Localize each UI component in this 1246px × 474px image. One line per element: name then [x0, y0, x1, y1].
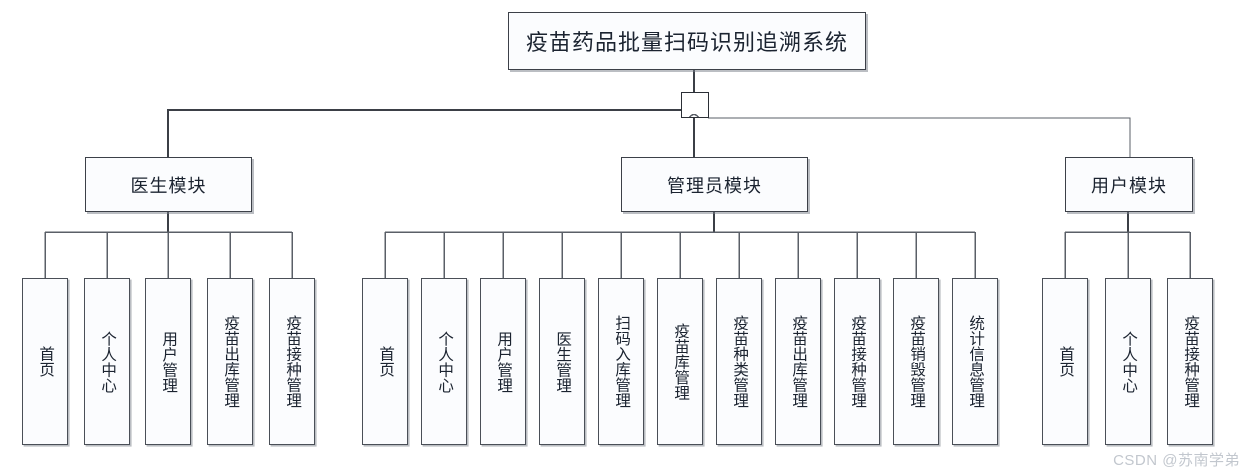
leaf-user-1[interactable]: 个人中心 [1105, 278, 1151, 445]
node-label: 疫苗出库管理 [222, 315, 240, 408]
leaf-doctor-3[interactable]: 疫苗出库管理 [207, 278, 253, 445]
node-label: 疫苗出库管理 [790, 315, 808, 408]
leaf-admin-7[interactable]: 疫苗出库管理 [775, 278, 821, 445]
node-label: 医生模块 [130, 175, 207, 196]
leaf-admin-4[interactable]: 扫码入库管理 [598, 278, 644, 445]
leaf-doctor-2[interactable]: 用户管理 [145, 278, 191, 445]
node-label: 个人中心 [99, 330, 117, 393]
node-label: 疫苗种类管理 [731, 315, 749, 408]
leaf-doctor-0[interactable]: 首页 [22, 278, 68, 445]
junction-box [681, 92, 709, 118]
leaf-admin-10[interactable]: 统计信息管理 [952, 278, 998, 445]
node-label: 用户管理 [160, 330, 178, 393]
node-root-system[interactable]: 疫苗药品批量扫码识别追溯系统 [508, 12, 866, 70]
node-label: 管理员模块 [667, 175, 762, 196]
leaf-doctor-1[interactable]: 个人中心 [84, 278, 130, 445]
csdn-watermark: CSDN @苏南学弟 [1113, 452, 1240, 469]
leaf-admin-6[interactable]: 疫苗种类管理 [716, 278, 762, 445]
node-label: 首页 [37, 346, 55, 377]
leaf-admin-1[interactable]: 个人中心 [421, 278, 467, 445]
node-label: 用户管理 [495, 330, 513, 393]
node-label: 疫苗接种管理 [1182, 315, 1200, 408]
leaf-doctor-4[interactable]: 疫苗接种管理 [269, 278, 315, 445]
leaf-user-2[interactable]: 疫苗接种管理 [1167, 278, 1213, 445]
leaf-admin-0[interactable]: 首页 [362, 278, 408, 445]
leaf-admin-8[interactable]: 疫苗接种管理 [834, 278, 880, 445]
leaf-admin-3[interactable]: 医生管理 [539, 278, 585, 445]
node-label: 疫苗库管理 [672, 322, 690, 401]
node-label: 用户模块 [1091, 175, 1167, 196]
node-label: 首页 [377, 346, 395, 377]
node-label: 疫苗药品批量扫码识别追溯系统 [525, 30, 848, 55]
leaf-admin-2[interactable]: 用户管理 [480, 278, 526, 445]
leaf-admin-5[interactable]: 疫苗库管理 [657, 278, 703, 445]
node-module-admin[interactable]: 管理员模块 [621, 157, 808, 212]
node-label: 疫苗接种管理 [284, 315, 302, 408]
node-label: 扫码入库管理 [613, 315, 631, 408]
node-module-user[interactable]: 用户模块 [1065, 157, 1193, 212]
node-label: 疫苗接种管理 [849, 315, 867, 408]
node-label: 疫苗销毁管理 [908, 315, 926, 408]
node-label: 医生管理 [554, 330, 572, 393]
node-label: 首页 [1057, 346, 1075, 377]
node-label: 统计信息管理 [967, 315, 985, 408]
leaf-user-0[interactable]: 首页 [1042, 278, 1088, 445]
node-module-doctor[interactable]: 医生模块 [85, 157, 252, 212]
node-label: 个人中心 [1120, 330, 1138, 393]
node-label: 个人中心 [436, 330, 454, 393]
leaf-admin-9[interactable]: 疫苗销毁管理 [893, 278, 939, 445]
